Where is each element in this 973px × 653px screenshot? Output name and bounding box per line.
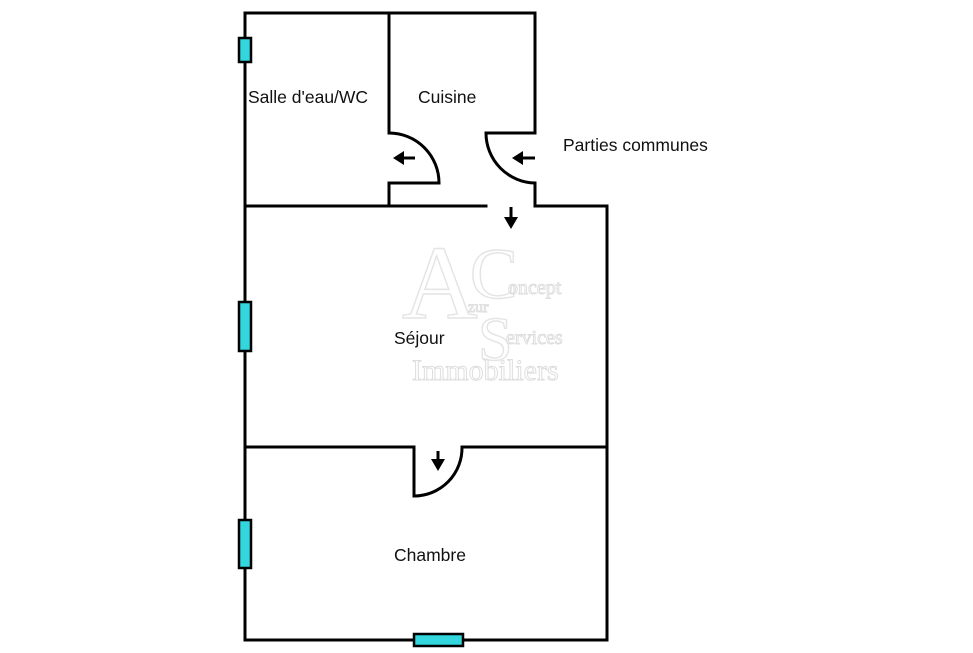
watermark-word-concept: oncept bbox=[508, 277, 562, 299]
entrance-door bbox=[484, 131, 536, 185]
watermark-word-azur: zur bbox=[468, 299, 489, 316]
label-kitchen: Cuisine bbox=[418, 87, 476, 107]
arrow-left-icon bbox=[393, 151, 415, 165]
watermark-word-immobiliers: Immobiliers bbox=[412, 354, 559, 387]
bathroom-door bbox=[388, 131, 441, 185]
arrow-down-icon bbox=[431, 451, 445, 471]
bedroom-door bbox=[412, 446, 464, 498]
label-bedroom: Chambre bbox=[394, 545, 466, 565]
watermark-word-services: ervices bbox=[506, 327, 563, 349]
doors bbox=[388, 131, 536, 498]
window-bedroom-left bbox=[237, 518, 253, 570]
watermark-letter-s: S bbox=[478, 306, 512, 374]
arrow-down-icon bbox=[504, 207, 518, 229]
window-living-room bbox=[237, 300, 253, 353]
label-common-areas: Parties communes bbox=[563, 135, 708, 155]
window-bedroom-bottom bbox=[412, 632, 465, 648]
room-labels: Salle d'eau/WC Cuisine Parties communes … bbox=[248, 87, 708, 565]
windows bbox=[237, 36, 465, 648]
label-living-room: Séjour bbox=[394, 328, 445, 348]
door-arrows bbox=[393, 151, 535, 471]
arrow-left-icon bbox=[512, 151, 535, 165]
watermark-logo: A C S oncept zur ervices Immobiliers bbox=[401, 223, 563, 387]
label-bathroom: Salle d'eau/WC bbox=[248, 87, 368, 107]
window-bathroom bbox=[237, 36, 253, 64]
watermark-letter-a: A bbox=[402, 224, 478, 341]
watermark-letter-c: C bbox=[470, 234, 518, 314]
